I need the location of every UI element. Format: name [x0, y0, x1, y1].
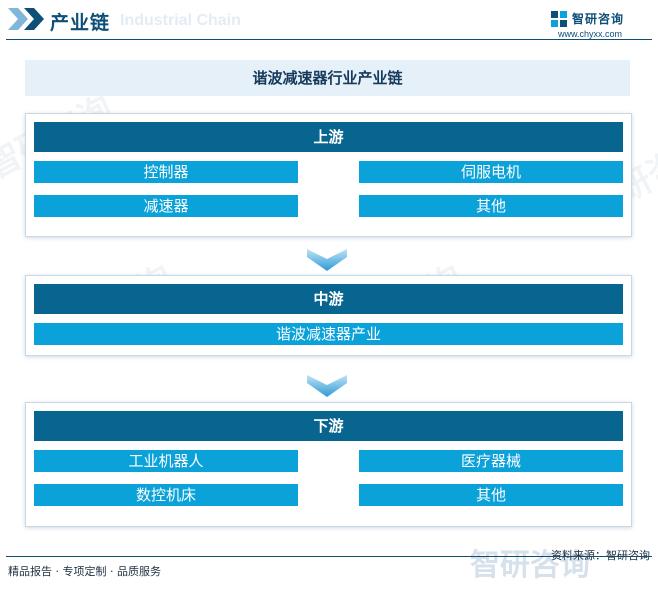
brand-url: www.chyxx.com	[558, 29, 623, 39]
source-note: 资料来源：智研咨询	[551, 549, 650, 562]
upstream-item: 伺服电机	[359, 161, 623, 183]
upstream-item: 控制器	[34, 161, 298, 183]
down-arrow-icon	[307, 375, 347, 397]
page-header: Industrial Chain 产业链	[0, 0, 658, 42]
header-background-text: Industrial Chain	[120, 12, 241, 29]
page-title: 产业链	[50, 12, 111, 34]
downstream-item: 工业机器人	[34, 450, 298, 472]
midstream-panel: 中游 谐波减速器产业	[25, 275, 632, 356]
downstream-panel: 下游 工业机器人 医疗器械 数控机床 其他	[25, 402, 632, 527]
upstream-panel: 上游 控制器 伺服电机 减速器 其他	[25, 113, 632, 237]
midstream-item: 谐波减速器产业	[34, 323, 623, 345]
downstream-item: 数控机床	[34, 484, 298, 506]
header-divider	[6, 39, 652, 40]
diagram-title: 谐波减速器行业产业链	[25, 60, 630, 96]
down-arrow-icon	[307, 249, 347, 271]
brand: 智研咨询 www.chyxx.com	[550, 8, 650, 42]
brand-name: 智研咨询	[572, 12, 625, 26]
brand-logo-icon	[551, 11, 567, 27]
chevron-right-icon	[8, 8, 44, 30]
upstream-header: 上游	[34, 122, 623, 152]
downstream-item: 医疗器械	[359, 450, 623, 472]
downstream-header: 下游	[34, 411, 623, 441]
footer-slogan: 精品报告 · 专项定制 · 品质服务	[8, 565, 161, 578]
upstream-item: 减速器	[34, 195, 298, 217]
footer-divider	[6, 556, 652, 557]
midstream-header: 中游	[34, 284, 623, 314]
upstream-item: 其他	[359, 195, 623, 217]
downstream-item: 其他	[359, 484, 623, 506]
